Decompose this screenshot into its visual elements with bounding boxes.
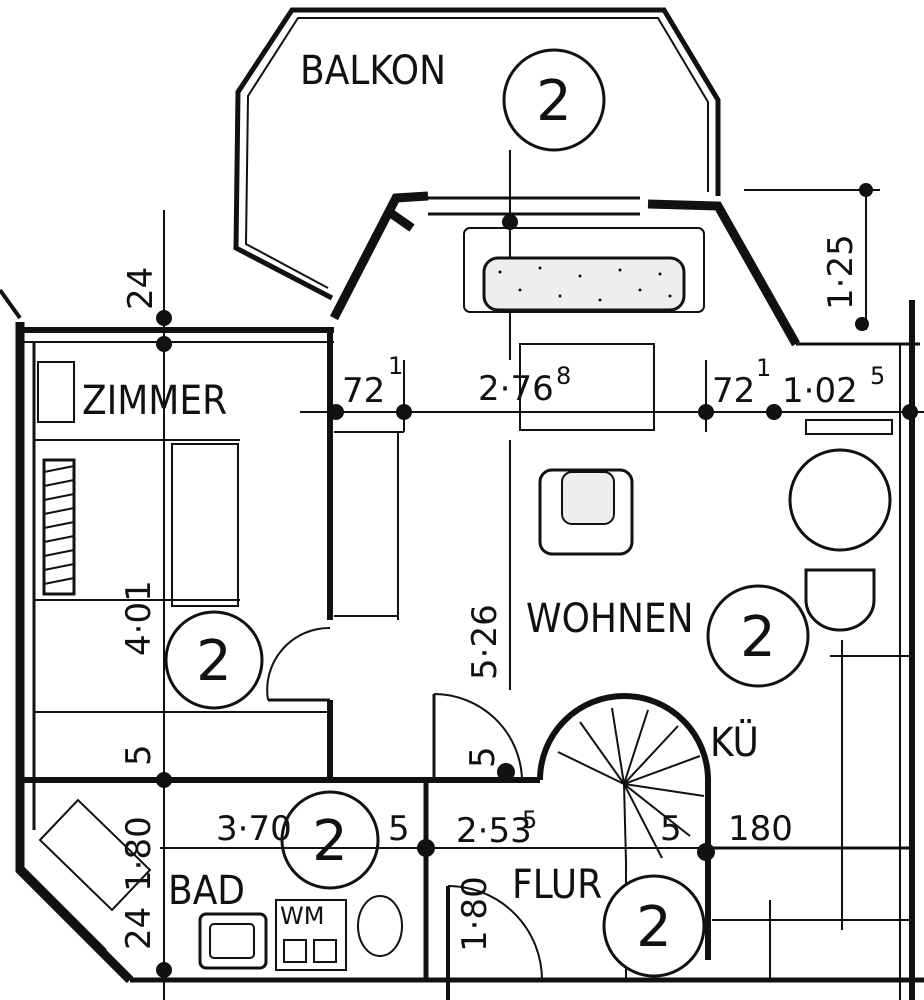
dim-5-left: 5 xyxy=(119,744,159,766)
dim-5-bad: 5 xyxy=(388,809,410,849)
marker-flur-number: 2 xyxy=(636,895,672,960)
room-label-kueche: KÜ xyxy=(710,718,759,766)
dim-401: 4·01 xyxy=(119,580,159,656)
balcony-outline xyxy=(233,7,721,301)
room-label-bad: BAD xyxy=(168,868,245,914)
dim-102-sup: 5 xyxy=(870,362,885,390)
marker-wohnen-number: 2 xyxy=(740,605,776,670)
dim-180-bad: 1·80 xyxy=(119,816,159,892)
dim-5-mid: 5 xyxy=(463,746,503,768)
marker-bad-number: 2 xyxy=(312,809,348,874)
table-icon xyxy=(519,343,655,431)
dim-253-sup: 5 xyxy=(522,806,537,834)
dim-102: 1·02 xyxy=(782,371,858,411)
washbasin-icon xyxy=(198,912,268,970)
dim-72-left-sup: 1 xyxy=(388,352,403,380)
kitchen-appliances xyxy=(788,419,893,632)
room-label-flur: FLUR xyxy=(512,862,602,908)
armchair-icon xyxy=(538,468,634,556)
marker-zimmer-number: 2 xyxy=(196,629,232,694)
marker-flur: 2 xyxy=(602,874,706,978)
marker-wohnen: 2 xyxy=(706,584,810,688)
dim-72-left: 72 xyxy=(342,371,385,411)
dim-24-bad: 24 xyxy=(119,907,159,950)
dim-72-right-sup: 1 xyxy=(756,354,771,382)
dim-526: 5·26 xyxy=(465,604,505,680)
marker-balkon-number: 2 xyxy=(536,69,572,134)
sofa-icon xyxy=(463,227,705,313)
dimension-line-horizontal xyxy=(300,360,924,432)
bad-walls xyxy=(15,780,924,984)
dim-370: 3·70 xyxy=(216,809,292,849)
dim-24-top: 24 xyxy=(121,267,161,310)
bed-icon xyxy=(34,361,330,713)
bathtub-icon xyxy=(38,798,152,912)
marker-balkon: 2 xyxy=(502,48,606,152)
dim-72-right: 72 xyxy=(712,371,755,411)
flur-door xyxy=(446,885,543,1000)
zimmer-walls xyxy=(0,288,334,840)
spiral-stair-icon xyxy=(537,693,711,960)
room-label-wohnen: WOHNEN xyxy=(526,596,694,642)
living-room-walls xyxy=(330,191,800,347)
zimmer-door xyxy=(266,626,331,702)
dim-253: 2·53 xyxy=(456,811,532,851)
label-wm: WM xyxy=(280,902,324,930)
dim-180-flur: 1·80 xyxy=(455,876,495,952)
room-label-balkon: BALKON xyxy=(300,48,446,94)
flur-door-arc xyxy=(432,693,540,783)
dim-125: 1·25 xyxy=(821,234,861,310)
marker-zimmer: 2 xyxy=(164,610,264,710)
dim-5-stair: 5 xyxy=(660,809,682,849)
dim-180: 180 xyxy=(728,809,793,849)
room-label-zimmer: ZIMMER xyxy=(82,378,227,424)
dimension-line-125 xyxy=(744,183,880,331)
living-inner-lines xyxy=(334,431,404,620)
marker-bad: 2 xyxy=(280,790,380,890)
toilet-icon xyxy=(357,895,403,957)
dim-276-sup: 8 xyxy=(556,362,571,390)
dim-276: 2·76 xyxy=(478,369,554,409)
washing-machine-icon xyxy=(275,899,347,971)
